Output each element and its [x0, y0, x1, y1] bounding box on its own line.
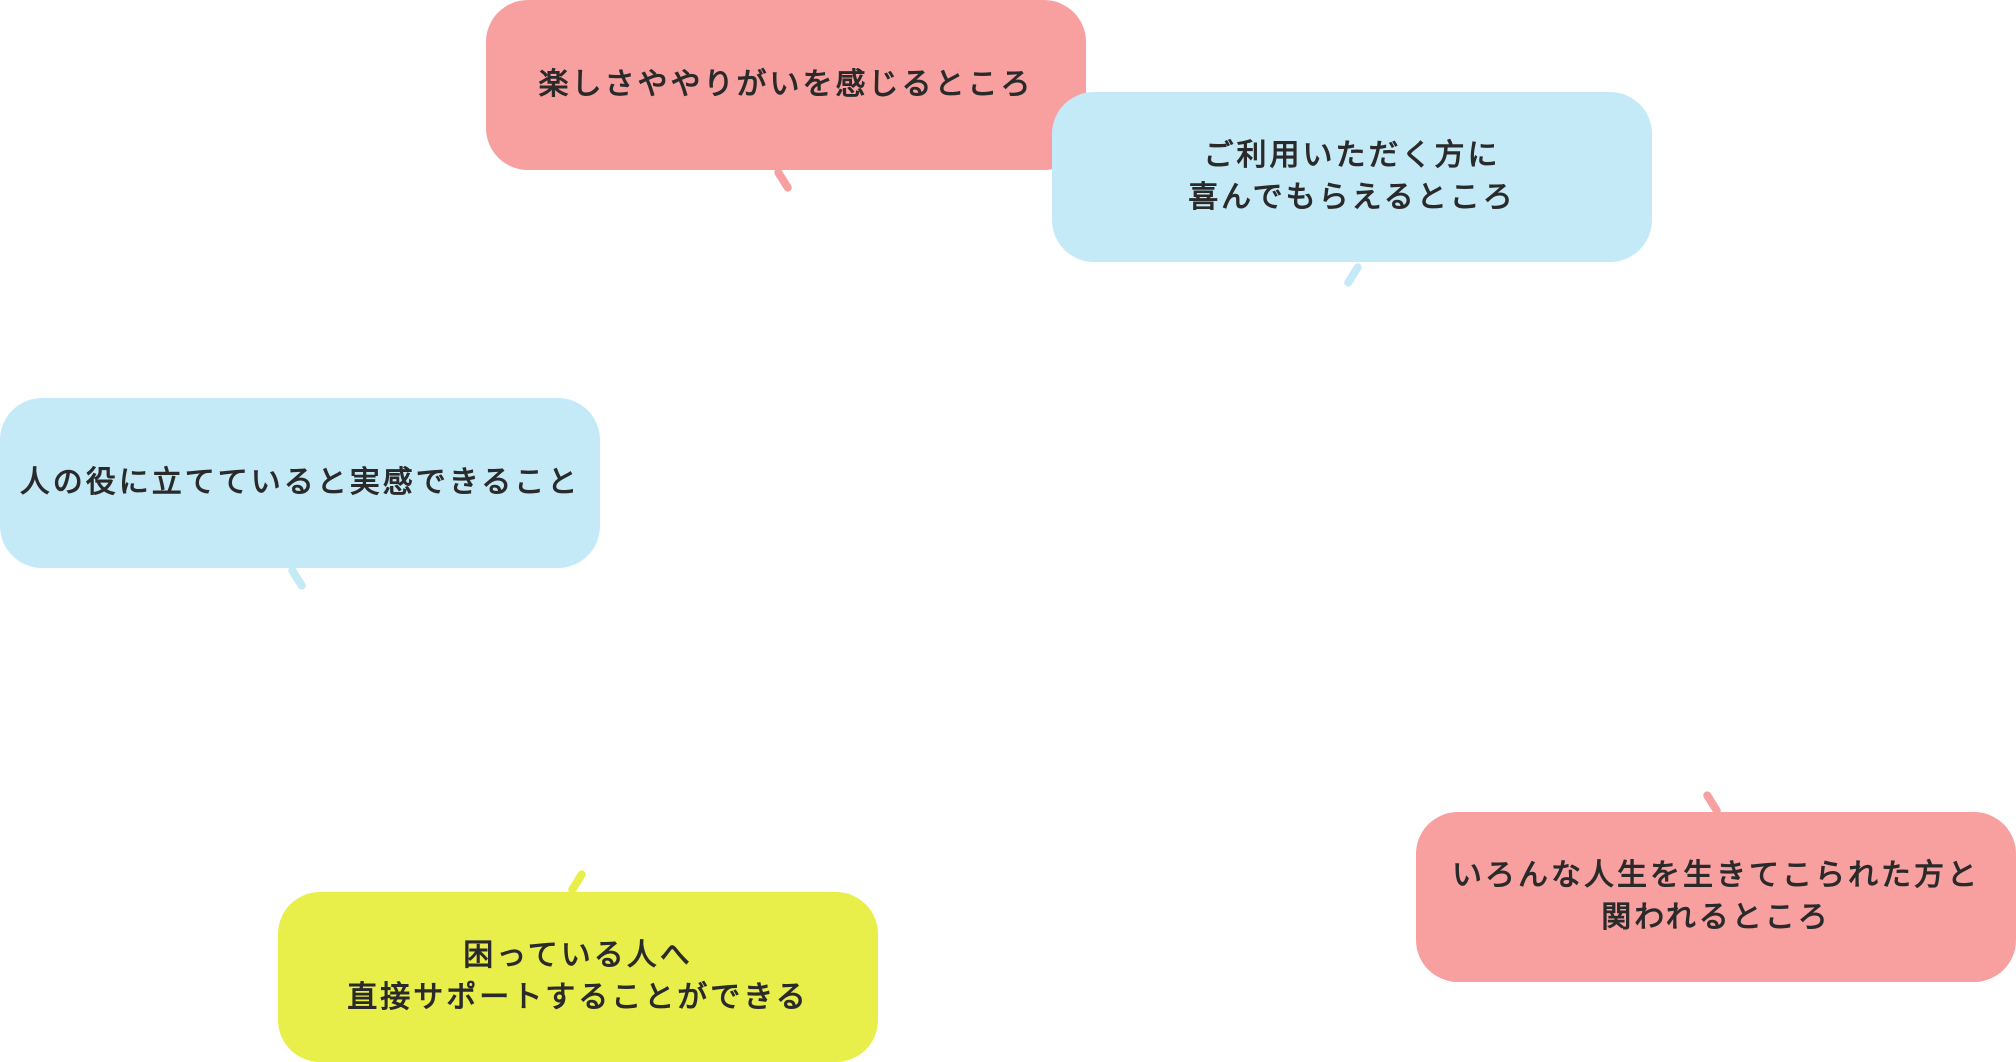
bubble-helpful-tail [286, 564, 308, 592]
bubble-users-happy: ご利用いただく方に 喜んでもらえるところ [1052, 92, 1652, 262]
bubble-helpful-line-1: 人の役に立てていると実感できること [19, 465, 581, 500]
bubble-users-happy-tail [1342, 261, 1364, 289]
bubble-direct-support-line-2: 直接サポートすることができる [347, 980, 809, 1015]
bubble-enjoyment-line-1: 楽しさややりがいを感じるところ [538, 67, 1034, 102]
bubble-life-stories-text: いろんな人生を生きてこられた方と 関われるところ [1452, 855, 1980, 939]
bubble-direct-support-line-1: 困っている人へ [463, 938, 693, 973]
bubble-users-happy-line-2: 喜んでもらえるところ [1188, 180, 1516, 215]
bubble-life-stories-line-2: 関われるところ [1601, 900, 1831, 935]
bubble-direct-support: 困っている人へ 直接サポートすることができる [278, 892, 878, 1062]
bubble-enjoyment-tail [772, 166, 794, 194]
bubble-helpful: 人の役に立てていると実感できること [0, 398, 600, 568]
bubble-life-stories-line-1: いろんな人生を生きてこられた方と [1452, 858, 1980, 893]
bubble-users-happy-text: ご利用いただく方に 喜んでもらえるところ [1188, 135, 1516, 219]
bubble-enjoyment: 楽しさややりがいを感じるところ [486, 0, 1086, 170]
bubble-direct-support-text: 困っている人へ 直接サポートすることができる [347, 935, 808, 1019]
bubble-life-stories: いろんな人生を生きてこられた方と 関われるところ [1416, 812, 2016, 982]
bubble-enjoyment-text: 楽しさややりがいを感じるところ [539, 64, 1034, 106]
bubble-users-happy-line-1: ご利用いただく方に [1203, 138, 1501, 173]
bubble-helpful-text: 人の役に立てていると実感できること [20, 462, 580, 504]
